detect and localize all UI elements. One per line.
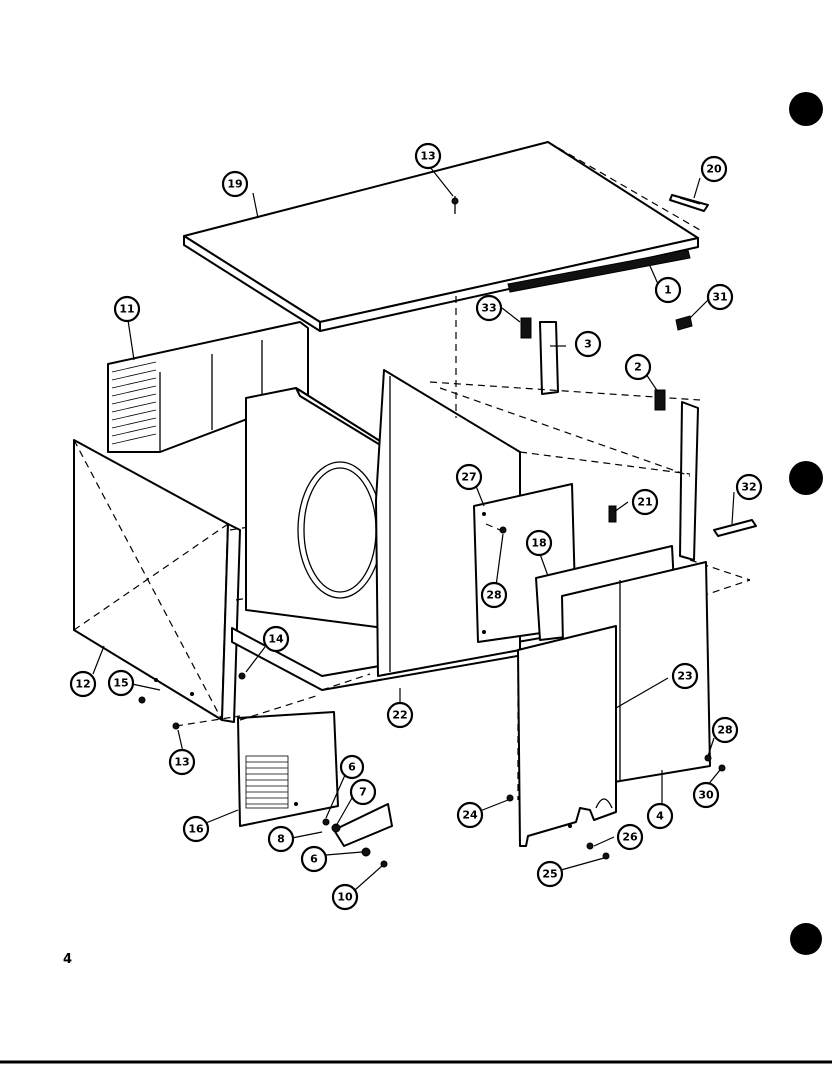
svg-text:32: 32 [741,481,756,494]
svg-text:10: 10 [337,891,353,904]
top-cover-part [183,141,701,332]
bracket-20 [669,194,709,212]
bracket-22 [608,505,617,523]
svg-text:31: 31 [712,291,727,304]
bracket-33 [520,317,532,339]
callout-2: 2 [624,353,652,381]
callout-6-upper: 6 [339,754,365,780]
left-side-panel-part [73,439,241,723]
callout-24: 24 [456,801,484,829]
punch-hole-bottom [790,923,822,955]
svg-text:3: 3 [584,338,592,351]
front-grille-panel-part [237,711,339,827]
latch-assembly [322,803,393,868]
callout-27: 27 [455,463,483,491]
bracket-32 [713,519,757,537]
svg-text:7: 7 [359,786,367,799]
svg-text:20: 20 [706,163,722,176]
assembly-guide-lines [175,523,519,800]
svg-text:11: 11 [119,303,134,316]
callout-13-top: 13 [414,142,442,170]
screw-14 [238,672,246,680]
callout-7: 7 [349,778,377,806]
screw-28-upper [499,526,507,534]
svg-text:15: 15 [113,677,128,690]
callout-11: 11 [113,295,141,323]
svg-text:2: 2 [634,361,642,374]
callout-14: 14 [262,625,290,653]
svg-text:18: 18 [531,537,546,550]
callout-15: 15 [107,669,135,697]
screw-15 [138,696,146,704]
clip-31 [675,315,693,331]
svg-text:13: 13 [174,756,189,769]
svg-text:4: 4 [656,810,664,823]
svg-text:16: 16 [188,823,204,836]
svg-text:23: 23 [677,670,692,683]
screw-25 [602,852,610,860]
leader-lines [92,166,735,891]
callout-21: 22 [386,701,414,729]
callout-28-upper: 28 [480,581,508,609]
callout-20: 20 [700,155,728,183]
callout-10: 10 [331,883,359,911]
callout-30: 30 [692,781,720,809]
callout-32: 32 [735,473,763,501]
callout-22: 21 [631,488,659,516]
bracket-2 [654,389,666,411]
screw-24 [506,794,514,802]
callout-8: 8 [267,825,295,853]
svg-text:8: 8 [277,833,285,846]
callout-16: 16 [182,815,210,843]
screw-13-top [451,196,459,214]
svg-text:24: 24 [462,809,478,822]
callout-4: 4 [646,802,674,830]
callout-28-lower: 28 [711,716,739,744]
screw-26-lower [586,842,594,850]
front-access-panel-part [517,625,617,847]
svg-text:26: 26 [622,831,638,844]
svg-text:6: 6 [310,853,318,866]
top-gasket-strip [507,249,691,293]
page-number: 4 [63,952,73,967]
svg-text:6: 6 [348,761,356,774]
callout-25: 25 [536,860,564,888]
svg-text:19: 19 [227,178,242,191]
svg-text:14: 14 [268,633,284,646]
svg-text:13: 13 [420,150,435,163]
screw-30 [718,764,726,772]
callout-31: 31 [706,283,734,311]
svg-text:1: 1 [664,284,672,297]
svg-text:28: 28 [486,589,501,602]
callout-18: 18 [525,529,553,557]
svg-text:12: 12 [75,678,90,691]
callout-12: 12 [69,670,97,698]
callout-23: 23 [671,662,699,690]
punch-hole-middle [789,461,823,495]
callout-26-lower: 26 [616,823,644,851]
callout-6-lower: 6 [300,845,328,873]
svg-text:28: 28 [717,724,732,737]
svg-text:33: 33 [481,302,496,315]
svg-text:27: 27 [461,471,476,484]
punch-hole-top [789,92,823,126]
callout-1: 1 [654,276,682,304]
callout-13-bottom: 13 [168,748,196,776]
svg-text:30: 30 [698,789,714,802]
callout-33: 33 [475,294,503,322]
right-frame-part [429,296,701,561]
svg-text:25: 25 [542,868,557,881]
svg-text:21: 21 [637,496,652,509]
svg-text:22: 22 [392,709,407,722]
callout-3: 3 [574,330,602,358]
callout-19: 19 [221,170,249,198]
